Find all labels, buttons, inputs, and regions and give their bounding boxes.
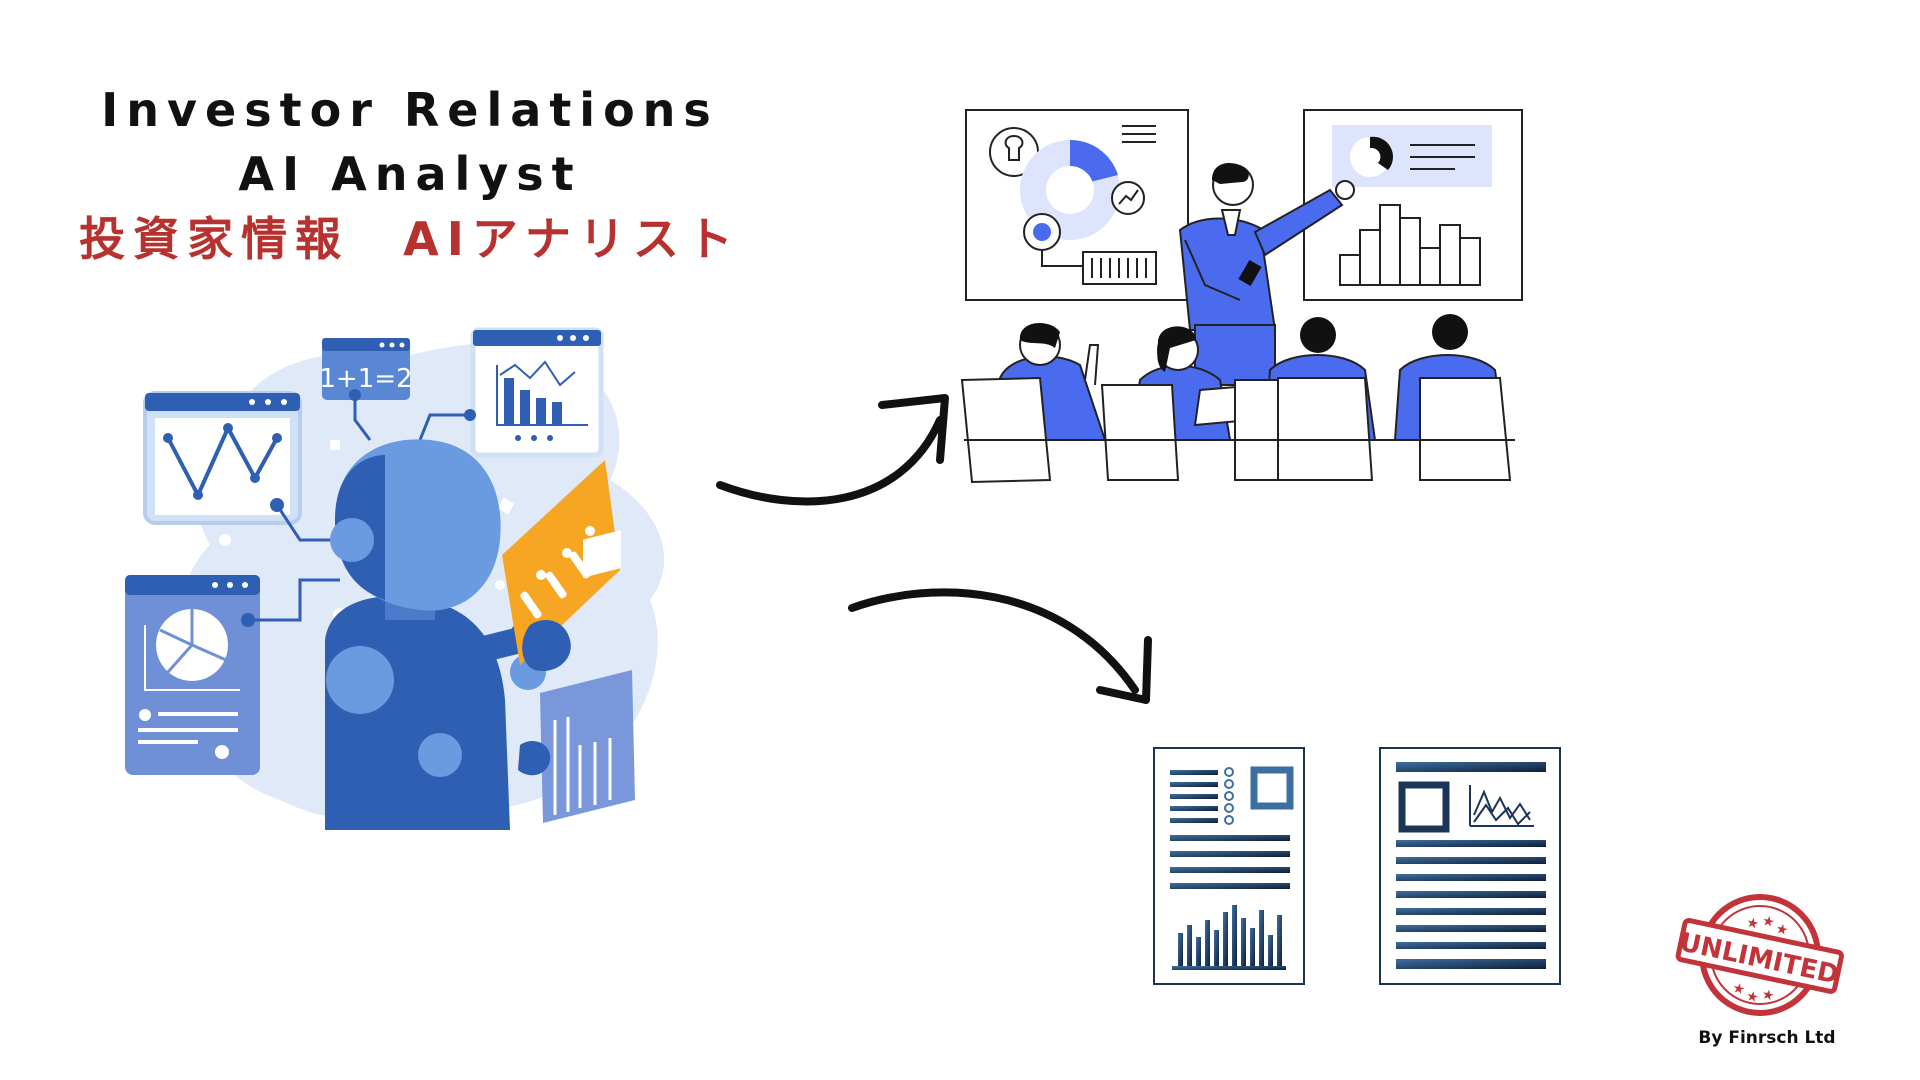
arrow-to-reports [848, 588, 1152, 704]
arrow-to-presentation [716, 394, 949, 506]
unlimited-stamp: ★ ★ ★ ★ ★ ★ UNLIMITED [1675, 894, 1844, 1016]
robot-document-panel [518, 530, 635, 823]
report-document-1 [1153, 747, 1305, 985]
pie-chart-card [125, 575, 260, 775]
title-line-1: Investor Relations [101, 83, 719, 137]
title-block: Investor Relations AI Analyst 投資家情報 AIアナ… [40, 78, 780, 272]
bar-chart-card [470, 327, 604, 458]
presenter-figure [1178, 162, 1355, 386]
robot-figure [325, 439, 558, 830]
svg-text:★: ★ [1745, 988, 1761, 1006]
title-line-3-japanese: 投資家情報 AIアナリスト [79, 212, 741, 266]
left-presentation-board [965, 109, 1189, 301]
byline: By Finrsch Ltd [1698, 1028, 1836, 1048]
presentation-scene [960, 109, 1523, 484]
ai-robot-illustration: 1+1=2 [125, 327, 665, 830]
svg-text:★: ★ [1761, 913, 1777, 931]
svg-text:★: ★ [1760, 986, 1776, 1004]
line-chart-card [143, 391, 302, 525]
report-document-2 [1379, 747, 1561, 985]
audience [960, 314, 1515, 484]
connector-lines [248, 395, 470, 622]
orange-holo-panel [502, 460, 620, 671]
formula-card: 1+1=2 [319, 338, 413, 400]
svg-text:★: ★ [1745, 915, 1761, 933]
svg-text:★: ★ [1774, 921, 1790, 939]
title-line-2: AI Analyst [238, 147, 582, 201]
formula-text: 1+1=2 [319, 364, 412, 394]
svg-text:★: ★ [1731, 980, 1747, 998]
right-presentation-board [1303, 109, 1523, 301]
